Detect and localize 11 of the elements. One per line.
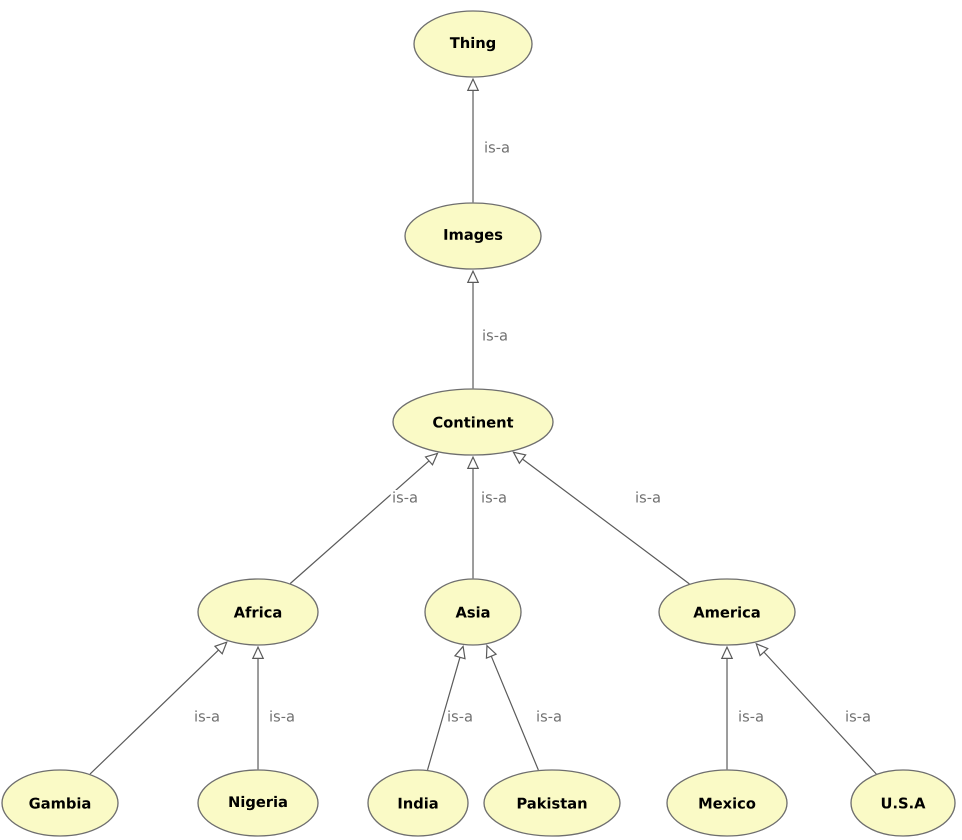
edge-label: is-a (268, 709, 296, 724)
edge-label: is-a (480, 328, 510, 342)
edge-label: is-a (482, 140, 512, 154)
edge-label: is-a (844, 709, 872, 724)
edge-label: is-a (480, 490, 508, 504)
edge-label: is-a (736, 709, 766, 724)
edge-label: is-a (446, 709, 474, 724)
edge-label: is-a (192, 709, 222, 724)
edge-label: is-a (390, 490, 420, 504)
edge-label: is-a (634, 490, 662, 504)
edge-label: is-a (534, 709, 564, 724)
